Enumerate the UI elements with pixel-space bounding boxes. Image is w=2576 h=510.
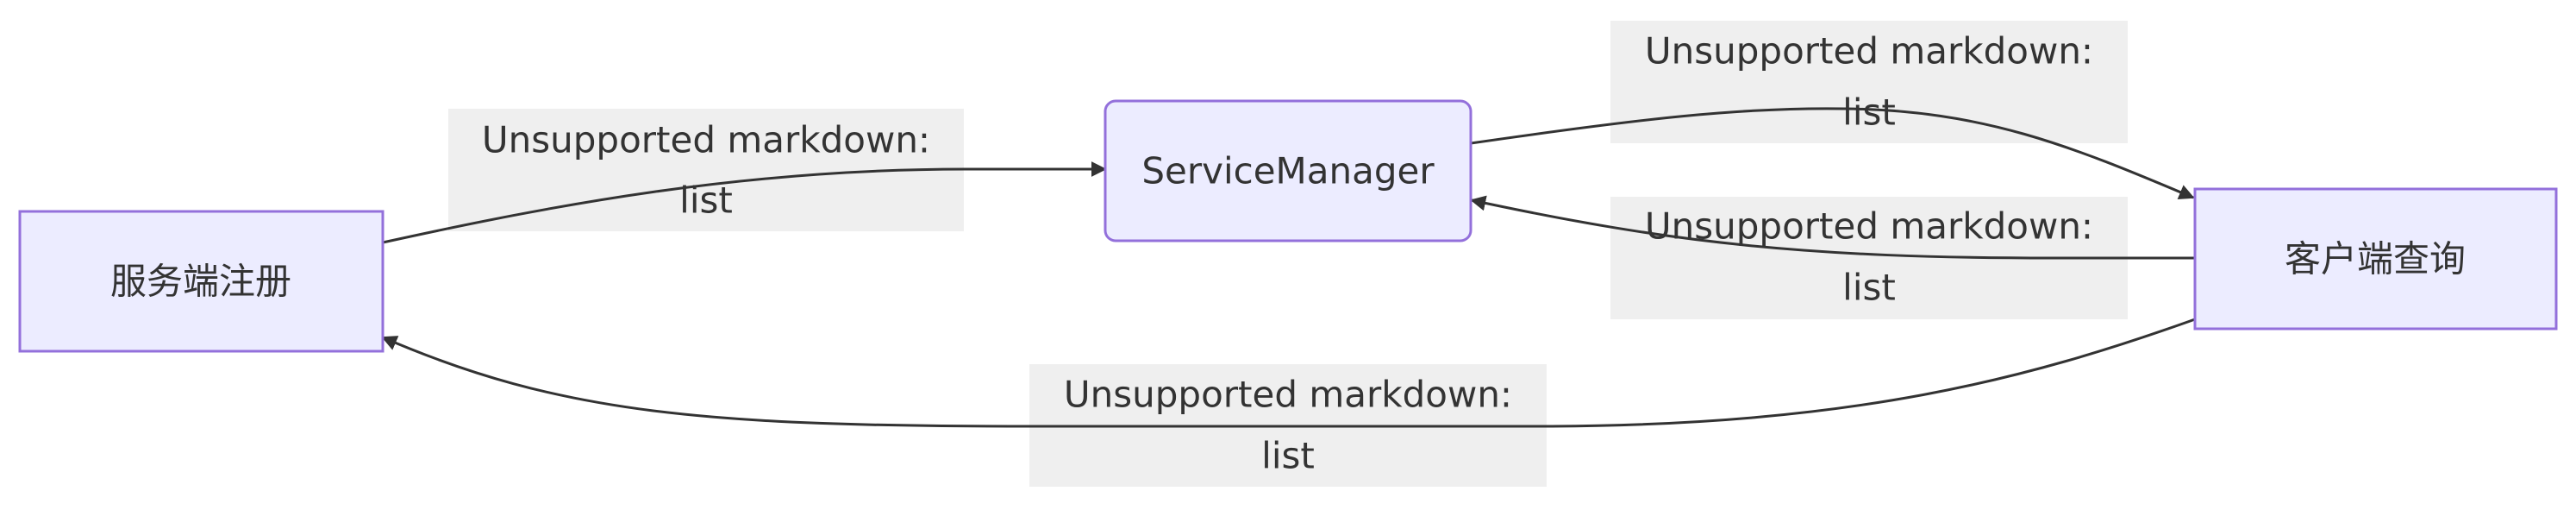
- edge-label-line1: Unsupported markdown:: [1645, 30, 2093, 72]
- edge-server-register-to-service-manager: [382, 161, 1107, 244]
- edge-label: Unsupported markdown: list: [482, 119, 930, 222]
- edge-label-line1: Unsupported markdown:: [482, 119, 930, 161]
- edge-client-query-to-service-manager: [1470, 195, 2195, 260]
- node-label: 服务端注册: [110, 261, 291, 303]
- node-label: ServiceManager: [1141, 150, 1435, 192]
- edge-label-line1: Unsupported markdown:: [1645, 205, 2093, 248]
- edge-label-line1: Unsupported markdown:: [1064, 374, 1512, 416]
- edge-label-background: [1610, 21, 2128, 143]
- node-client-query[interactable]: 客户端查询: [2193, 187, 2558, 331]
- edge-label: Unsupported markdown: list: [1645, 30, 2093, 134]
- edge-client-query-to-server-register: [381, 318, 2196, 428]
- node-service-manager[interactable]: ServiceManager: [1104, 99, 1472, 242]
- node-label: 客户端查询: [2285, 238, 2466, 280]
- edge-service-manager-to-client-query: [1470, 107, 2195, 199]
- edge-label-line2: list: [1261, 435, 1315, 477]
- edge-label-line2: list: [1842, 267, 1896, 309]
- edge-label-line2: list: [679, 179, 733, 222]
- edge-label: Unsupported markdown: list: [1064, 374, 1512, 477]
- edge-label-line2: list: [1842, 91, 1896, 134]
- node-server-register[interactable]: 服务端注册: [18, 210, 385, 353]
- edge-label: Unsupported markdown: list: [1645, 205, 2093, 309]
